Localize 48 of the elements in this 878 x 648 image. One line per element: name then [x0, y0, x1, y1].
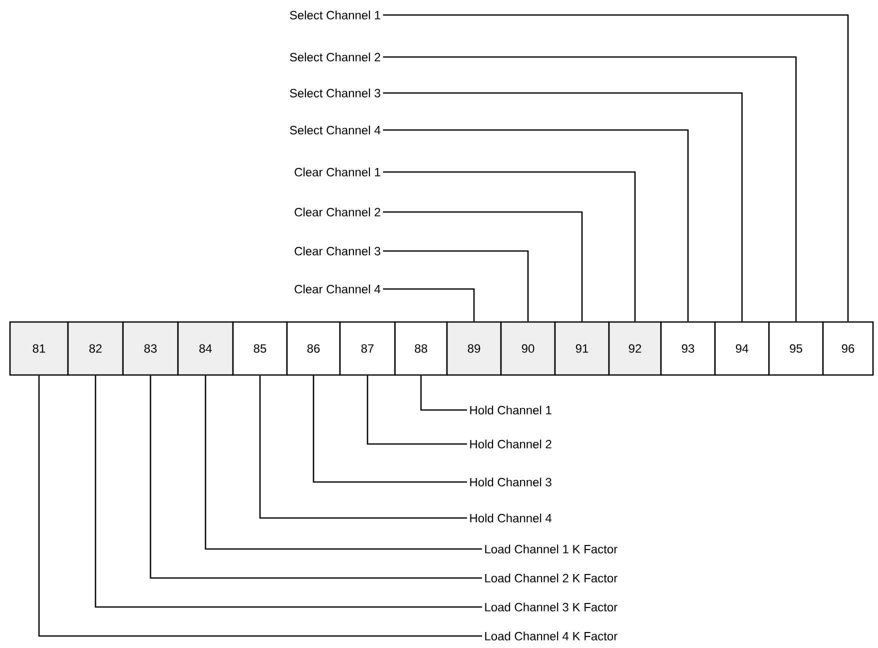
terminal-cell: 86 [286, 321, 341, 376]
leader-line [94, 376, 482, 608]
leader-line [383, 171, 636, 322]
leader-line [259, 376, 467, 519]
signal-label: Clear Channel 1 [294, 168, 380, 176]
leader-line [383, 92, 743, 322]
signal-label: Clear Channel 4 [294, 284, 380, 294]
signal-label: Clear Channel 3 [294, 246, 380, 256]
signal-label: Hold Channel 1 [470, 406, 552, 414]
signal-label: Hold Channel 4 [470, 514, 552, 522]
leader-line [150, 376, 482, 579]
signal-label: Select Channel 4 [290, 126, 380, 134]
leader-line [383, 288, 475, 322]
signal-label: Load Channel 2 K Factor [485, 574, 618, 582]
terminal-cell: 89 [446, 321, 502, 376]
leader-line [38, 376, 482, 637]
signal-label: Select Channel 3 [290, 88, 380, 98]
signal-label: Hold Channel 3 [470, 478, 552, 486]
signal-label: Load Channel 3 K Factor [485, 602, 618, 612]
terminal-cell: 81 [9, 321, 69, 376]
signal-label: Load Channel 4 K Factor [485, 632, 618, 640]
signal-label: Select Channel 1 [290, 10, 380, 20]
leader-line [366, 376, 467, 445]
terminal-cell: 90 [500, 321, 556, 376]
terminal-cell: 84 [177, 321, 234, 376]
signal-label: Clear Channel 2 [294, 208, 380, 216]
leader-line [383, 129, 689, 322]
leader-line [383, 14, 849, 322]
leader-line [383, 211, 583, 322]
terminal-cell: 83 [122, 321, 179, 376]
signal-label: Load Channel 1 K Factor [485, 544, 618, 554]
leader-line [383, 56, 797, 322]
signal-label: Hold Channel 2 [470, 440, 552, 448]
terminal-cell: 94 [714, 321, 770, 376]
leader-line [312, 376, 467, 483]
leader-line [383, 250, 529, 322]
terminal-cell: 91 [554, 321, 610, 376]
terminal-cell: 87 [339, 321, 396, 376]
terminal-cell: 88 [394, 321, 448, 376]
terminal-cell: 93 [660, 321, 716, 376]
terminal-cell: 96 [822, 321, 874, 376]
terminal-cell: 85 [232, 321, 288, 376]
terminal-cell: 95 [768, 321, 824, 376]
leader-line [204, 376, 482, 550]
signal-label: Select Channel 2 [290, 52, 380, 62]
terminal-cell: 92 [608, 321, 662, 376]
leader-line [420, 376, 467, 411]
terminal-cell: 82 [67, 321, 124, 376]
